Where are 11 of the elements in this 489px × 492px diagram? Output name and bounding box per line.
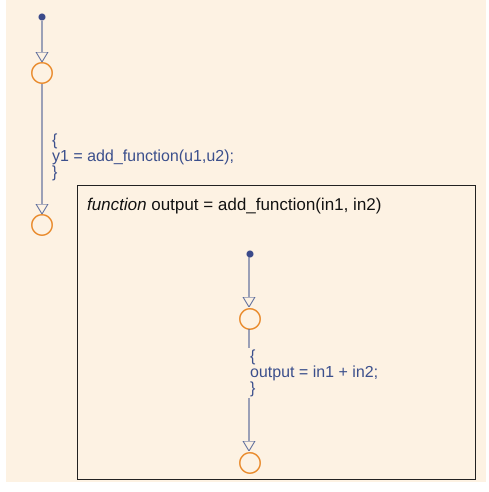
transition-arrow [242,257,256,308]
function-box [77,185,476,480]
junction-circle [31,62,53,84]
function-signature: function output = add_function(in1, in2) [87,195,382,215]
default-transition-dot [246,250,254,258]
default-transition-dot [38,13,46,21]
transition-arrow [36,21,48,62]
junction-circle [239,308,261,330]
junction-circle [31,214,53,236]
junction-circle [239,452,261,474]
transition-arrow [36,84,48,214]
